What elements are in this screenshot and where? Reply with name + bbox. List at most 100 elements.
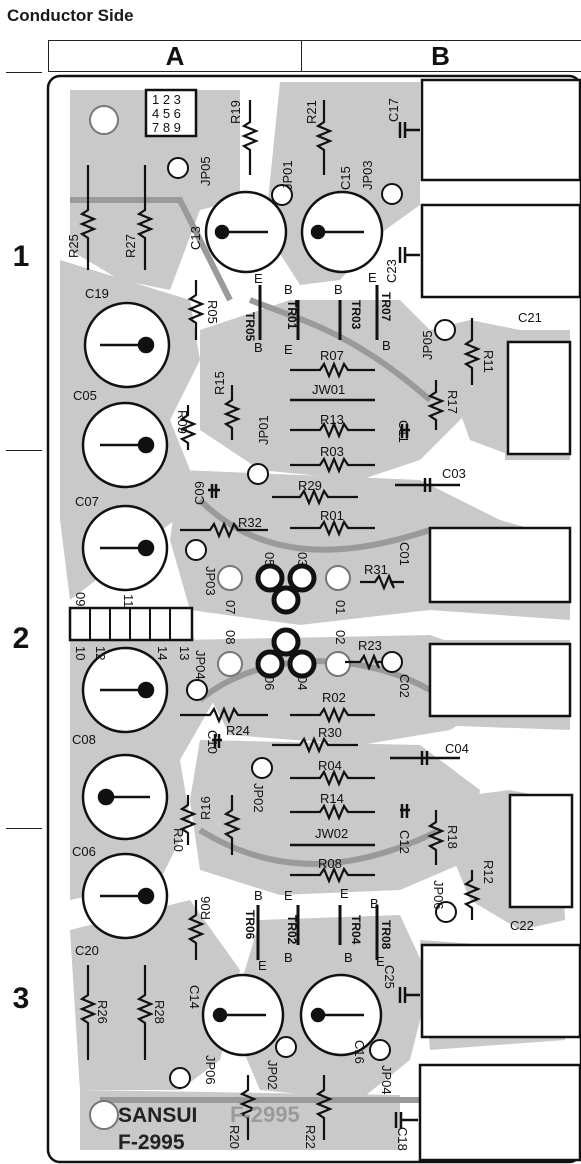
label-pin-09: 09 (73, 592, 88, 606)
c23-body (420, 203, 581, 299)
c01-body (428, 526, 572, 604)
label-r10: R10 (171, 828, 186, 852)
label-jp04-mid: JP04 (193, 650, 208, 680)
pin-letter-b: B (334, 282, 343, 297)
pin-letter-e: E (284, 342, 293, 357)
label-jp05-top: JP05 (198, 156, 213, 186)
label-r21: R21 (304, 100, 319, 124)
c17-body (420, 78, 581, 182)
label-r04: R04 (318, 758, 342, 773)
model-text: F-2995 (118, 1131, 185, 1154)
pin-letter-e: E (258, 958, 267, 973)
label-r07: R07 (320, 348, 344, 363)
c02-body (428, 642, 572, 718)
transistor-bars (256, 285, 379, 960)
label-tr06: TR06 (243, 910, 257, 940)
label-r01: R01 (320, 508, 344, 523)
pin-letter-b: B (382, 338, 391, 353)
trace-lines (70, 197, 442, 1103)
label-r22: R22 (303, 1125, 318, 1149)
row-label-3: 3 (12, 982, 30, 1015)
label-jp03-mid: JP03 (203, 566, 218, 596)
pin-letter-b: B (284, 950, 293, 965)
label-r27: R27 (123, 234, 138, 258)
electrolytic-capacitors (81, 190, 384, 1057)
label-r08: R08 (318, 856, 342, 871)
row-divider (6, 450, 42, 451)
label-c21: C21 (518, 310, 542, 325)
label-tr07: TR07 (379, 292, 393, 322)
component-labels: R19 R21 C17 JP05 JP01 JP03 C15 C13 R25 R… (66, 98, 542, 1151)
capacitor-leads (97, 224, 364, 1023)
label-r16: R16 (198, 796, 213, 820)
label-jp06-bottom: JP06 (203, 1055, 218, 1085)
label-c20: C20 (75, 943, 99, 958)
label-jp01-top: JP01 (280, 160, 295, 190)
label-c19: C19 (85, 286, 109, 301)
label-c15: C15 (338, 166, 353, 190)
pin-letter-e: E (254, 271, 263, 286)
label-tr02: TR02 (285, 915, 299, 945)
label-jp05-right: JP05 (420, 330, 435, 360)
label-tr08: TR08 (379, 920, 393, 950)
label-r26: R26 (95, 1000, 110, 1024)
label-jw01: JW01 (312, 382, 345, 397)
label-tr-07: 07 (223, 600, 238, 614)
label-r13: R13 (320, 412, 344, 427)
label-tr-06: 06 (262, 676, 277, 690)
label-jp03-top: JP03 (360, 160, 375, 190)
pin-letter-b: B (254, 340, 263, 355)
row-label-2: 2 (12, 622, 30, 655)
label-tr-03: 03 (295, 552, 310, 566)
label-tr-02: 02 (333, 630, 348, 644)
pin-letter-b: B (344, 950, 353, 965)
label-r24: R24 (226, 723, 250, 738)
c18-body (418, 1063, 581, 1162)
label-c13: C13 (188, 226, 203, 250)
label-jw02: JW02 (315, 826, 348, 841)
label-tr-04: 04 (295, 676, 310, 690)
label-pin-10: 10 (73, 646, 88, 660)
row-divider (6, 72, 42, 73)
page-title: Conductor Side (7, 6, 134, 25)
label-r09: R09 (175, 410, 190, 434)
label-c22: C22 (510, 918, 534, 933)
ghost-model-text: F-2995 (230, 1102, 300, 1127)
label-r15: R15 (212, 371, 227, 395)
row-divider (6, 828, 42, 829)
label-c12: C12 (397, 830, 412, 854)
label-tr-05: 05 (262, 552, 277, 566)
label-r12: R12 (481, 860, 496, 884)
label-jp04-bottom: JP04 (379, 1065, 394, 1095)
label-r31: R31 (364, 562, 388, 577)
label-c10: C10 (205, 730, 220, 754)
small-capacitors (208, 122, 460, 1128)
pin-letter-e: E (284, 888, 293, 903)
label-r30: R30 (318, 725, 342, 740)
c21-body (506, 340, 572, 456)
label-jp02-mid: JP02 (251, 783, 266, 813)
pin-letter-e: E (368, 270, 377, 285)
label-c08: C08 (72, 732, 96, 747)
label-r06: R06 (198, 896, 213, 920)
pin-numbers-row-2: 4 5 6 (152, 106, 181, 121)
pin-letter-b: B (254, 888, 263, 903)
label-jp01-mid: JP01 (256, 415, 271, 445)
c25-body (420, 943, 581, 1039)
transistor-cluster (255, 563, 317, 679)
brand-text: SANSUI (118, 1104, 197, 1127)
jumper-wires (290, 398, 375, 847)
pin-numbers-row-3: 7 8 9 (152, 120, 181, 135)
pin-letter-b: B (370, 896, 379, 911)
label-r11: R11 (481, 350, 496, 373)
pin-letter-b: B (284, 282, 293, 297)
label-tr-08: 08 (223, 630, 238, 644)
label-pin-12: 12 (93, 646, 108, 660)
resistors (79, 100, 481, 1140)
label-tr04: TR04 (349, 915, 363, 945)
label-pin-13: 13 (177, 646, 192, 660)
label-c04: C04 (445, 741, 469, 756)
label-c02: C02 (397, 674, 412, 698)
label-c03: C03 (442, 466, 466, 481)
